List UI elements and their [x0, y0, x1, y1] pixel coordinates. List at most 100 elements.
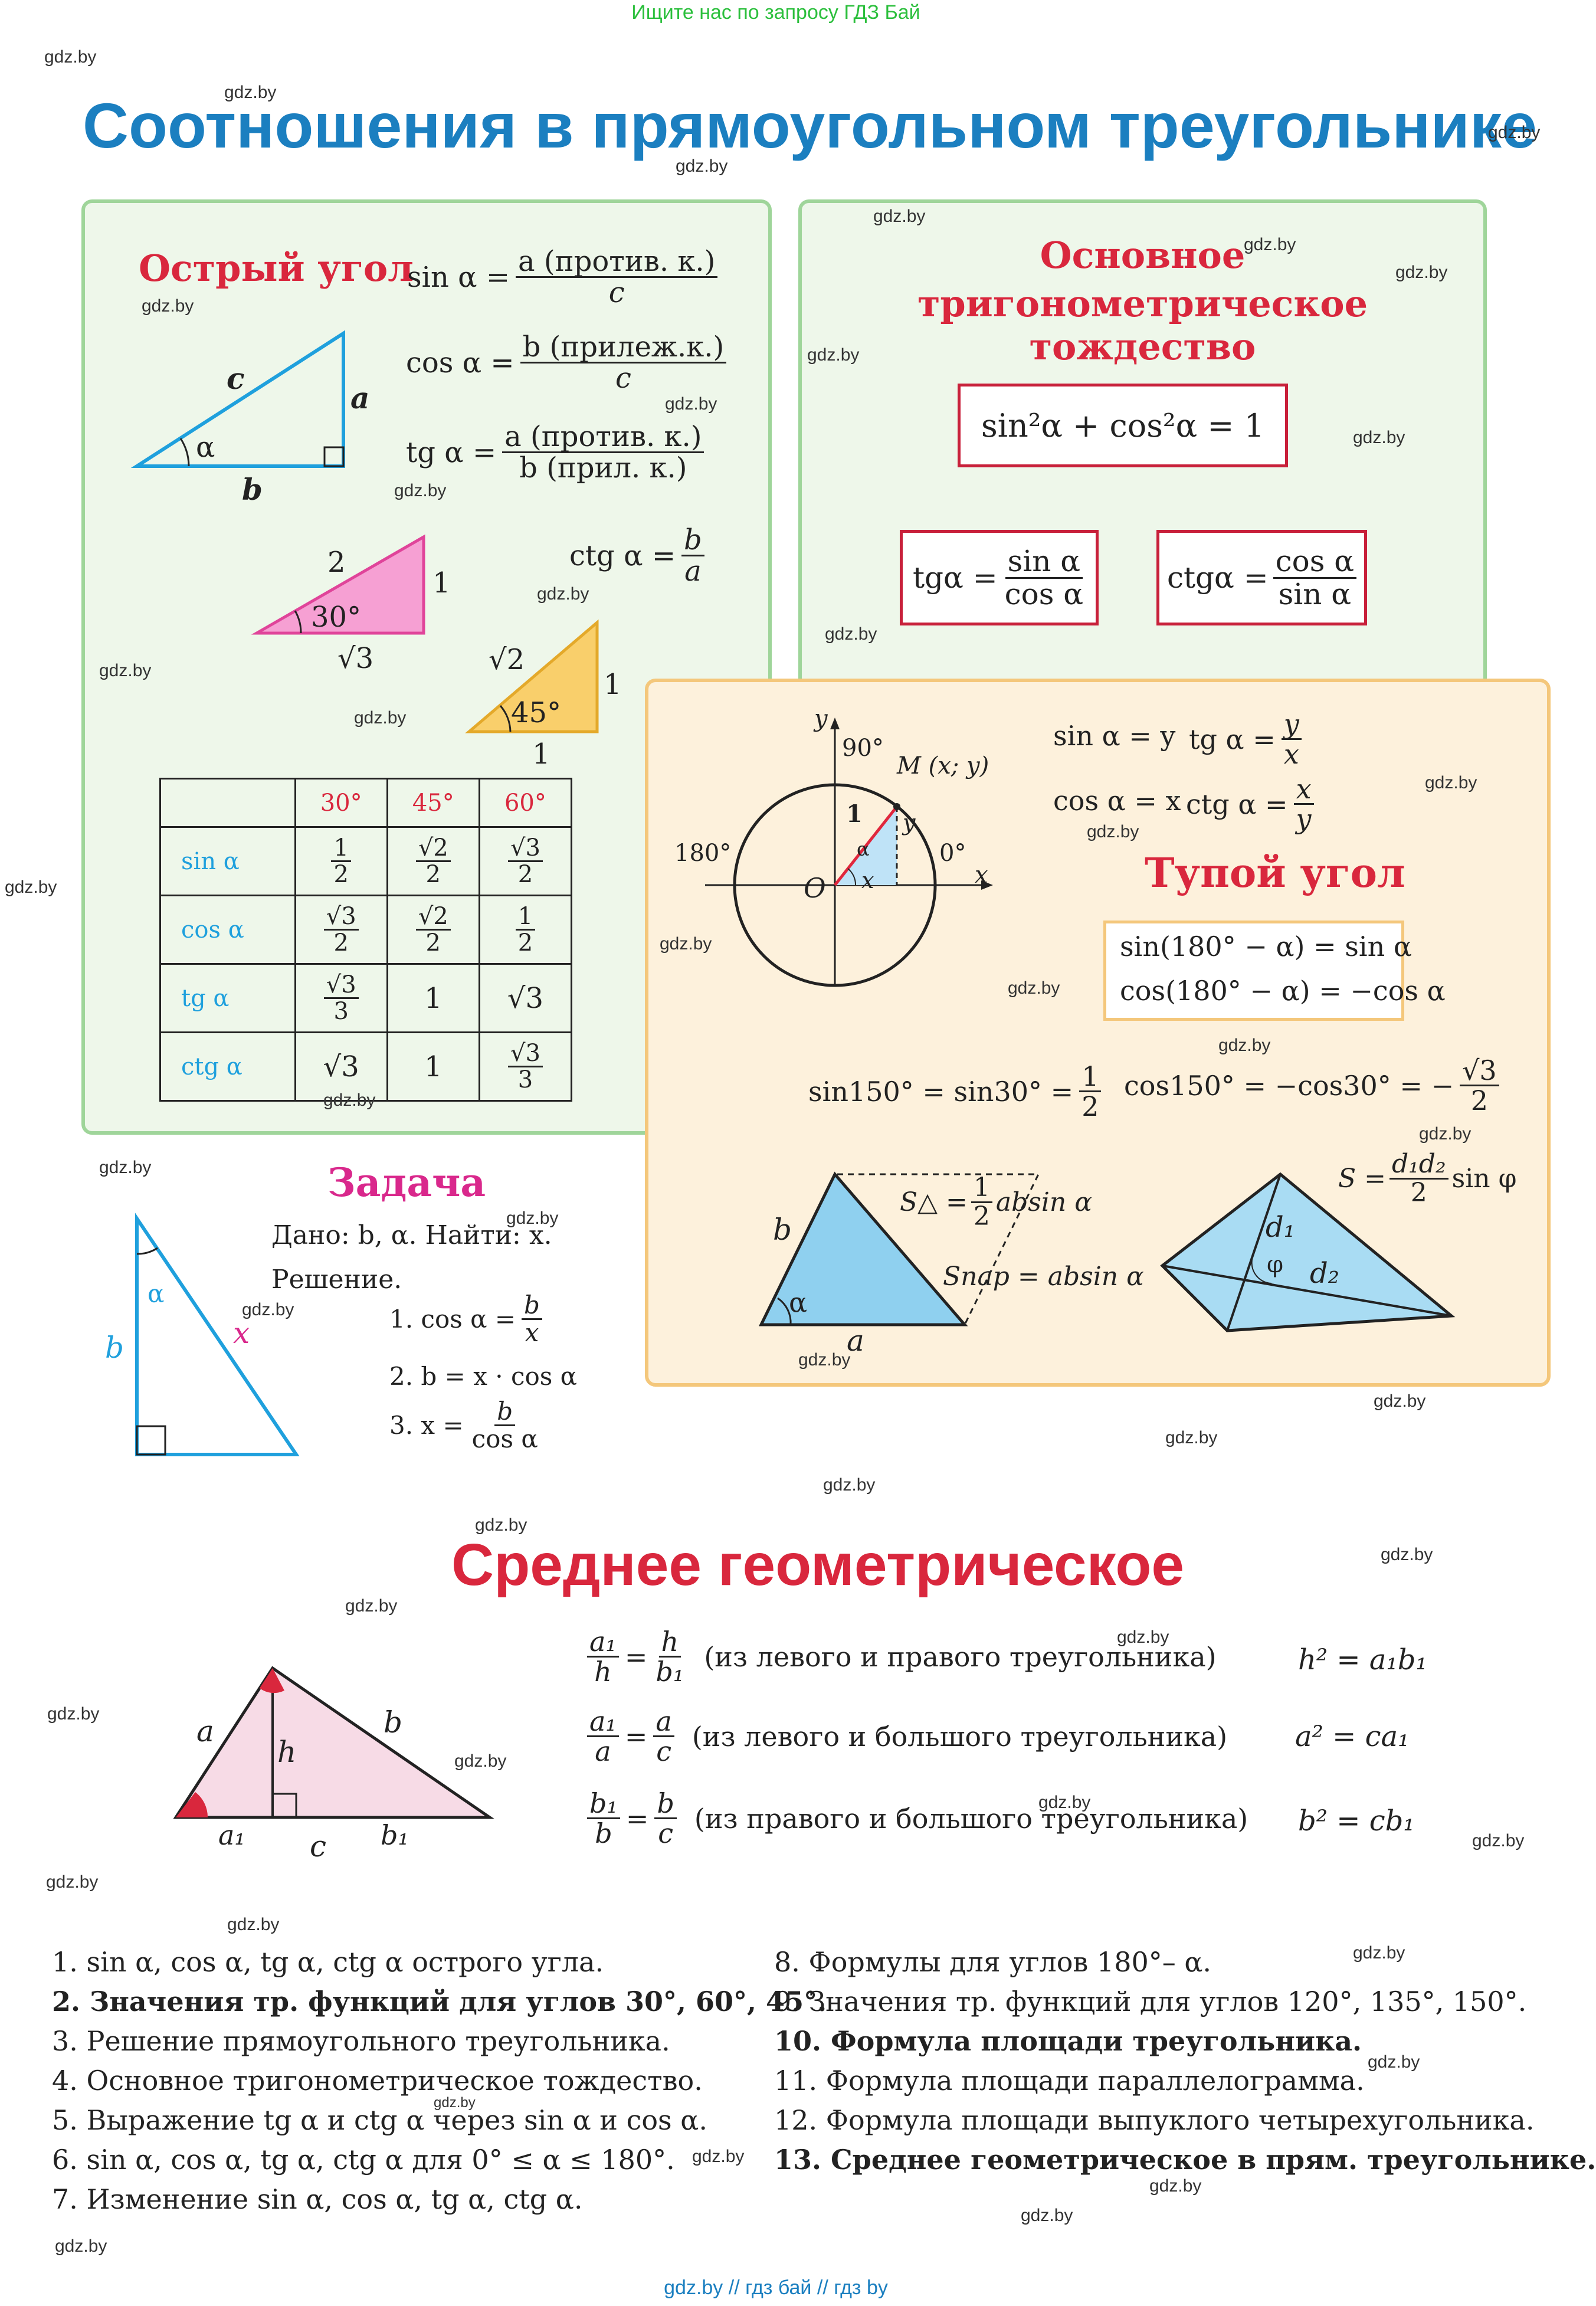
task-given: Дано: b, α. Найти: x.: [271, 1220, 552, 1250]
sin-def-lhs: sin α =: [407, 260, 510, 294]
watermark: gdz.by: [44, 47, 97, 67]
list-item: 1. sin α, cos α, tg α, ctg α острого угл…: [52, 1946, 604, 1978]
t30-hyp: 2: [327, 546, 346, 579]
watermark: gdz.by: [345, 1596, 398, 1616]
acute-tri-a: a: [350, 381, 370, 415]
watermark: gdz.by: [47, 1704, 100, 1724]
watermark: gdz.by: [1488, 123, 1541, 142]
triangle-45-figure: [465, 619, 599, 733]
ctg-def-lhs: ctg α =: [569, 539, 676, 572]
quad-d2: d₂: [1310, 1257, 1339, 1290]
watermark: gdz.by: [676, 156, 728, 176]
ex-cos150-num: √3: [1460, 1056, 1499, 1087]
geomean-tri-a1: a₁: [218, 1819, 245, 1851]
circle-point-m: M (x; y): [897, 752, 989, 779]
geomean-result: b² = cb₁: [1298, 1804, 1415, 1837]
t45-leg: 1: [604, 668, 622, 701]
circle-radius: 1: [846, 800, 863, 828]
quad-area-rhs: sin φ: [1451, 1164, 1517, 1194]
para-alpha-label: α: [789, 1286, 808, 1318]
watermark: gdz.by: [1165, 1428, 1218, 1447]
tri-area-lhs: S△ =: [900, 1187, 968, 1218]
watermark: gdz.by: [46, 1872, 99, 1892]
identity-main-formula: sin²α + cos²α = 1: [981, 407, 1264, 444]
sin-def-num: a (против. к.): [516, 247, 718, 279]
t30-leg: 1: [432, 566, 451, 600]
geomean-tri-c: c: [310, 1829, 327, 1863]
watermark: gdz.by: [798, 1350, 851, 1370]
circle-tg-den: x: [1283, 738, 1299, 771]
watermark: gdz.by: [823, 1475, 876, 1495]
acute-tri-c: c: [227, 361, 245, 396]
quad-d1: d₁: [1266, 1211, 1295, 1244]
geomean-result: a² = ca₁: [1295, 1720, 1410, 1753]
acute-triangle-figure: [130, 330, 345, 468]
ctg-identity-lhs: ctgα =: [1166, 561, 1269, 595]
watermark: gdz.by: [1149, 2176, 1202, 2196]
table-cell: 1: [386, 1031, 480, 1102]
watermark: gdz.by: [1117, 1627, 1169, 1647]
watermark: gdz.by: [1353, 428, 1405, 447]
quad-area-num: d₁d₂: [1389, 1150, 1448, 1180]
watermark: gdz.by: [323, 1090, 376, 1110]
watermark: gdz.by: [5, 877, 57, 897]
tri-area-rhs: absin α: [995, 1187, 1092, 1218]
watermark: gdz.by: [1425, 773, 1477, 792]
table-header: 30°: [294, 778, 388, 828]
ctg-def-den: a: [684, 555, 702, 588]
table-corner: [159, 778, 296, 828]
watermark: gdz.by: [1353, 1943, 1405, 1963]
list-item: 11. Формула площади параллелограмма.: [774, 2065, 1365, 2097]
watermark: gdz.by: [665, 394, 717, 414]
ex-sin150-num: 1: [1079, 1062, 1102, 1093]
identity-main-box: sin²α + cos²α = 1: [958, 384, 1288, 467]
table-header: 60°: [478, 778, 573, 828]
footer-links[interactable]: gdz.by // гдз бай // гдз by: [664, 2276, 888, 2299]
watermark: gdz.by: [1008, 978, 1060, 998]
watermark: gdz.by: [1038, 1793, 1091, 1812]
watermark: gdz.by: [1472, 1831, 1525, 1850]
quad-area-lhs: S =: [1338, 1164, 1386, 1194]
ex-cos150-den: 2: [1470, 1085, 1489, 1117]
watermark: gdz.by: [434, 2095, 476, 2111]
watermark: gdz.by: [1395, 263, 1448, 282]
task-tri-alpha: α: [148, 1279, 165, 1308]
ex-sin150-den: 2: [1082, 1090, 1099, 1123]
list-item: 10. Формула площади треугольника.: [774, 2025, 1362, 2057]
ctg-identity-den: sin α: [1278, 576, 1352, 611]
table-cell: 1: [386, 963, 480, 1033]
circle-y-leg: y: [903, 810, 916, 836]
sin-def-fraction: a (против. к.)c: [516, 247, 718, 310]
circle-tg-num: y: [1281, 710, 1302, 741]
ex-sin150-lhs: sin150° = sin30° =: [808, 1075, 1074, 1108]
list-item: 7. Изменение sin α, cos α, tg α, ctg α.: [52, 2183, 583, 2215]
sin-def-den: c: [608, 276, 625, 310]
circle-180: 180°: [674, 840, 732, 867]
watermark: gdz.by: [825, 624, 877, 644]
t45-angle: 45°: [511, 696, 562, 729]
ctg-identity-num: cos α: [1273, 546, 1357, 579]
watermark: gdz.by: [1419, 1124, 1472, 1144]
ctg-def-num: b: [681, 525, 704, 557]
watermark: gdz.by: [142, 296, 194, 316]
task-triangle-figure: [135, 1213, 300, 1456]
tg-def-den: b (прил. к.): [519, 451, 687, 485]
cos-def-lhs: cos α =: [406, 346, 514, 379]
para-a-label: a: [847, 1324, 864, 1358]
topics-left-list: 1. sin α, cos α, tg α, ctg α острого угл…: [52, 1943, 827, 2219]
